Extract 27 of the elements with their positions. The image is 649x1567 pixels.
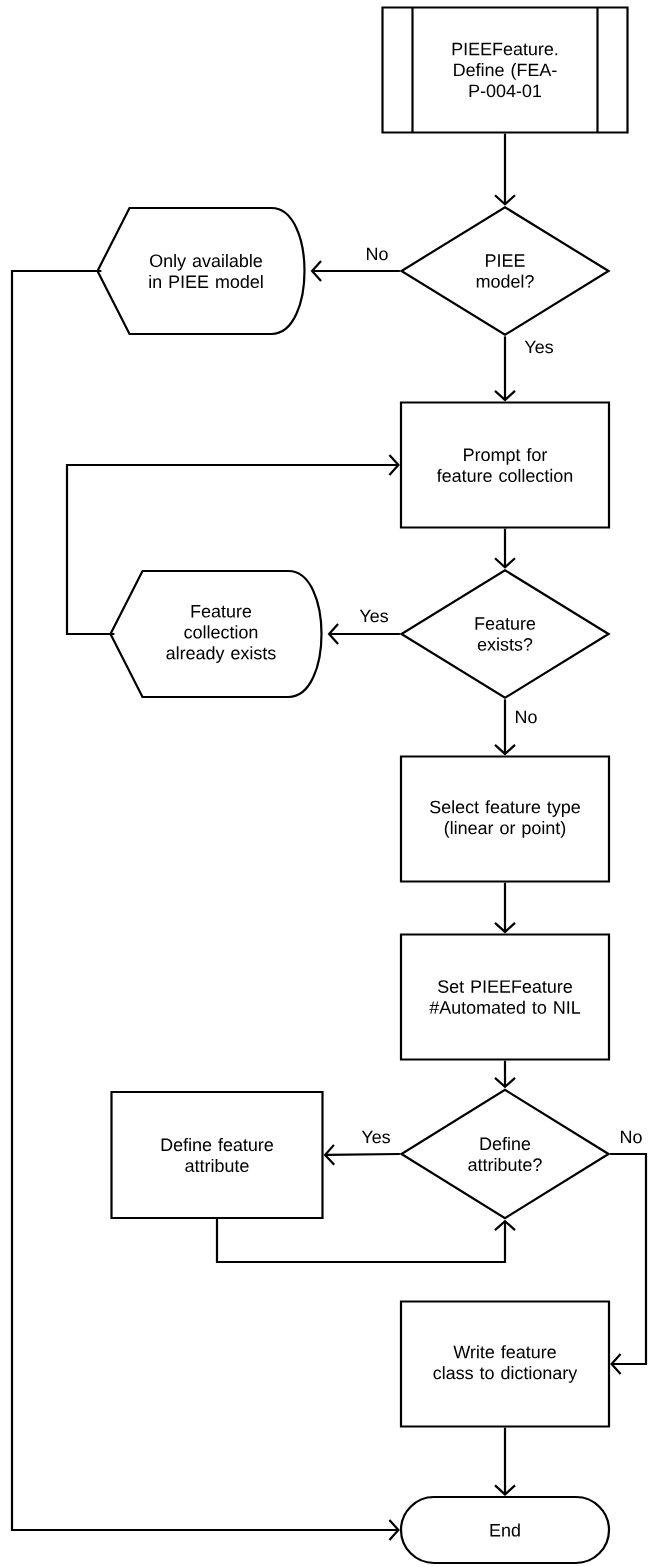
process-box: Define feature attribute bbox=[110, 1090, 324, 1220]
edge-label: Yes bbox=[358, 608, 390, 624]
edge-label: No bbox=[364, 246, 390, 262]
arrow bbox=[323, 1144, 400, 1166]
arrow bbox=[494, 882, 516, 934]
arrow bbox=[494, 699, 516, 756]
edge-label: No bbox=[513, 709, 539, 725]
arrow bbox=[65, 454, 400, 636]
edge-label: No bbox=[618, 1129, 644, 1145]
subprocess-box: PIEEFeature. Define (FEA-P-004-01 bbox=[381, 6, 629, 134]
arrow bbox=[494, 133, 516, 206]
arrow bbox=[494, 336, 516, 402]
arrow bbox=[10, 269, 400, 1541]
arrow bbox=[610, 1152, 648, 1375]
arrow bbox=[494, 1060, 516, 1089]
edge-label: Yes bbox=[523, 339, 555, 355]
arrow bbox=[494, 528, 516, 569]
arrow bbox=[310, 260, 400, 282]
arrow bbox=[494, 1427, 516, 1496]
process-box: Set PIEEFeature #Automated to NIL bbox=[399, 933, 611, 1061]
terminator: End bbox=[399, 1495, 611, 1565]
process-box: Write feature class to dictionary bbox=[399, 1300, 611, 1428]
process-box: Prompt for feature collection bbox=[399, 401, 611, 529]
arrow bbox=[215, 1219, 516, 1264]
arrow bbox=[327, 623, 400, 645]
process-box: Select feature type (linear or point) bbox=[399, 755, 611, 883]
edge-label: Yes bbox=[360, 1129, 392, 1145]
